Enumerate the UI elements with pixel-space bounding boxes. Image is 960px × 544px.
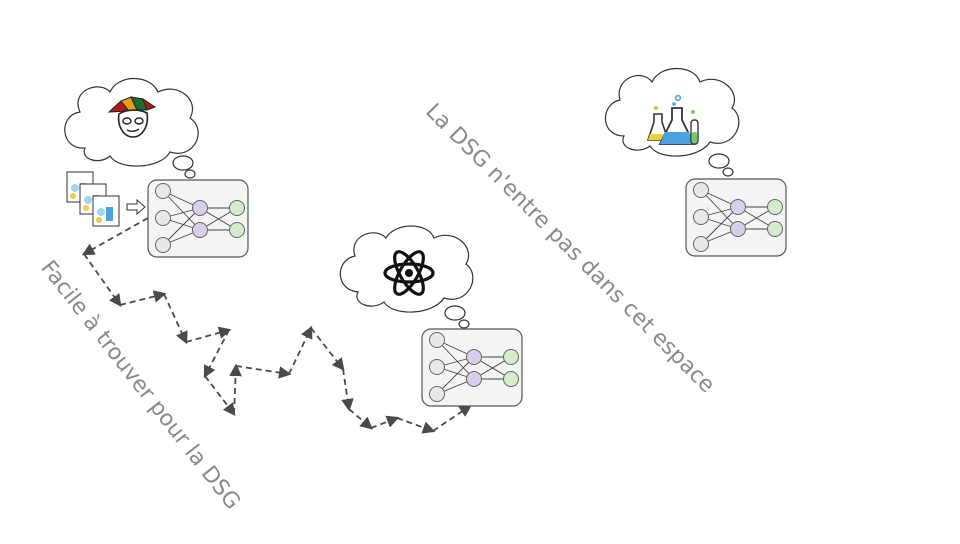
thought-cloud-2	[339, 225, 474, 329]
atom-icon	[383, 250, 435, 296]
neural-network-2	[421, 328, 523, 407]
jester-mask-icon	[107, 96, 157, 138]
dashed-path	[81, 217, 473, 434]
input-arrow-icon	[126, 198, 146, 216]
neural-network-1	[147, 179, 249, 258]
neural-network-3	[685, 178, 787, 257]
image-stack-icon	[66, 171, 120, 227]
chemistry-flasks-icon	[646, 94, 699, 145]
